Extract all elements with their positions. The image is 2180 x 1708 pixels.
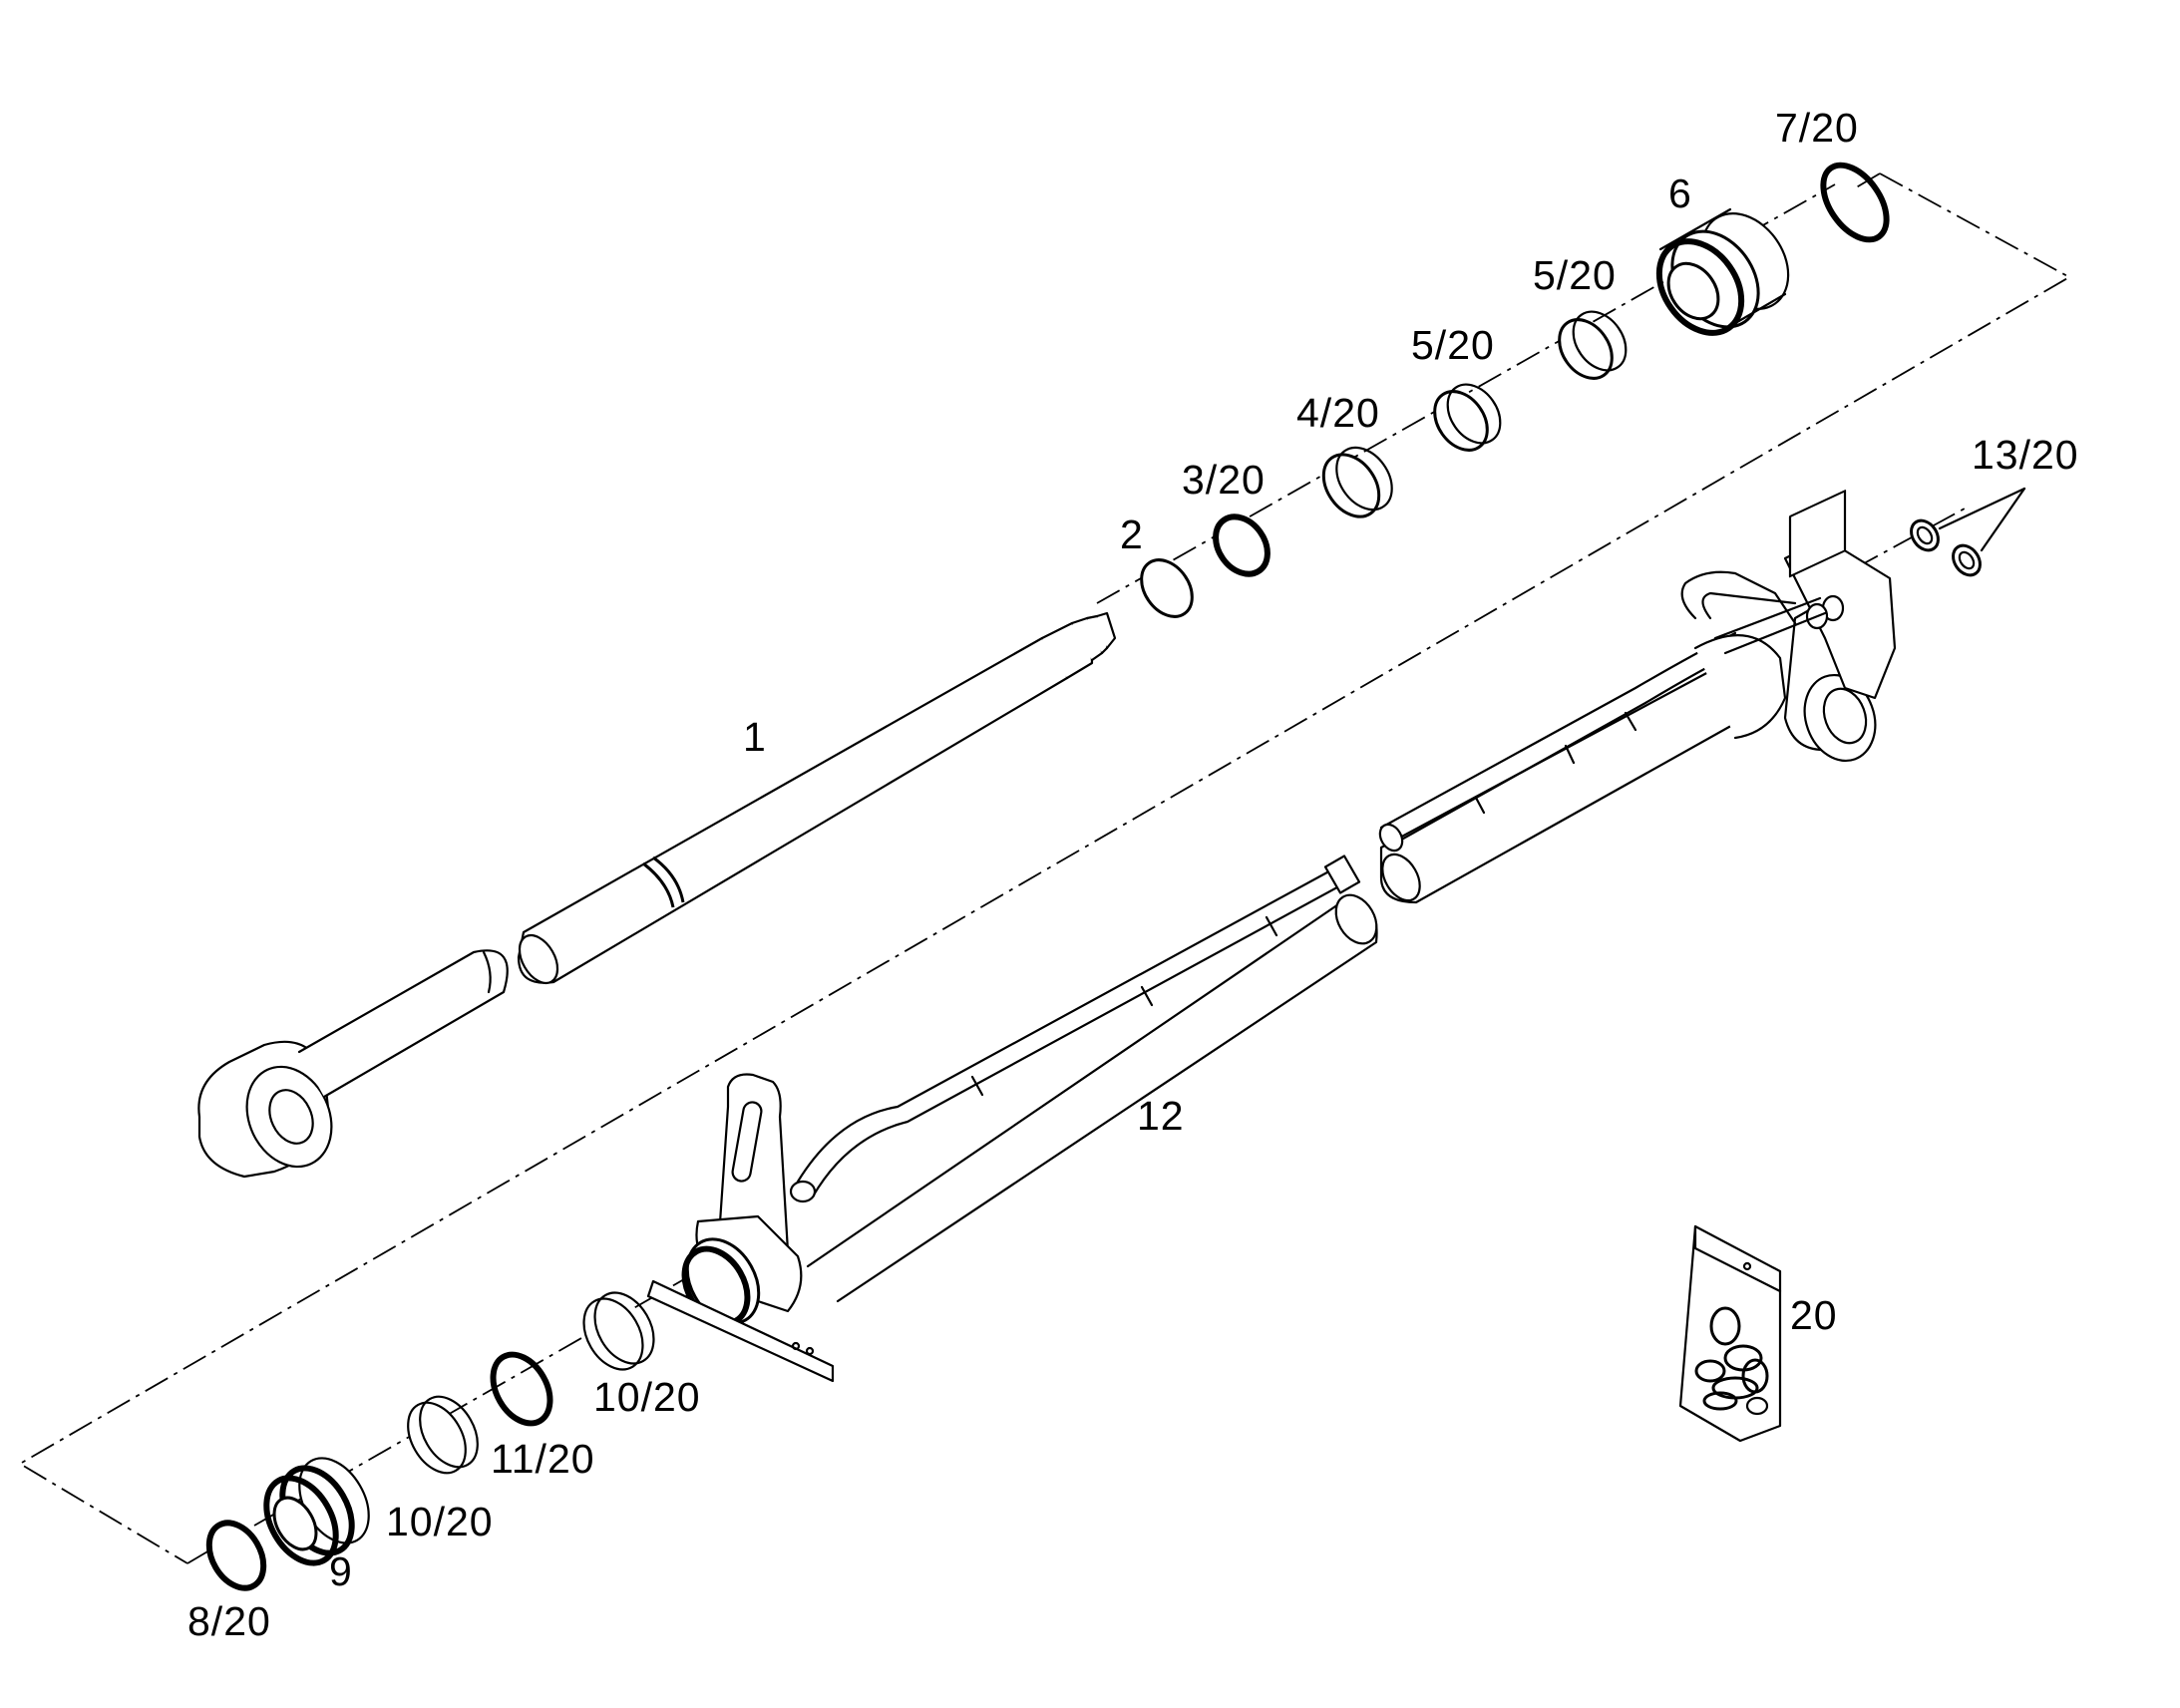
callout-12: 12 [1137,1093,1185,1139]
callout-7: 7/20 [1775,105,1859,151]
piston-part-9 [263,1457,370,1566]
seal-kit-bag-part-20 [1678,1224,1782,1443]
seal-part-2 [1140,558,1194,618]
piston-part-6 [1655,207,1790,336]
callout-9: 9 [329,1548,353,1594]
callout-2: 2 [1120,512,1144,557]
seal-part-10b [582,1291,655,1371]
callout-1: 1 [743,714,767,760]
seal-part-8 [205,1520,267,1591]
seal-part-3 [1213,513,1271,577]
seal-part-5a [1433,383,1502,452]
callout-3: 3/20 [1182,457,1266,503]
cylinder-tube-part-12 [646,490,1897,1383]
piston-rod-part-1 [197,611,1117,1179]
callout-4: 4/20 [1296,390,1380,436]
seal-part-5b [1558,310,1628,380]
callout-20: 20 [1790,1292,1838,1338]
seal-part-11 [490,1351,553,1427]
seal-part-10a [407,1395,479,1475]
callout-10a: 10/20 [386,1499,494,1544]
callout-6: 6 [1668,171,1692,216]
callout-5a: 5/20 [1411,322,1495,368]
seal-part-7 [1820,162,1890,243]
seal-part-4 [1321,446,1393,518]
callout-11: 11/20 [491,1436,595,1482]
callout-10b: 10/20 [593,1374,701,1420]
callout-13: 13/20 [1972,432,2079,478]
o-ring-part-13 [1910,487,2026,577]
callout-5b: 5/20 [1533,252,1617,298]
callout-8: 8/20 [187,1598,271,1644]
